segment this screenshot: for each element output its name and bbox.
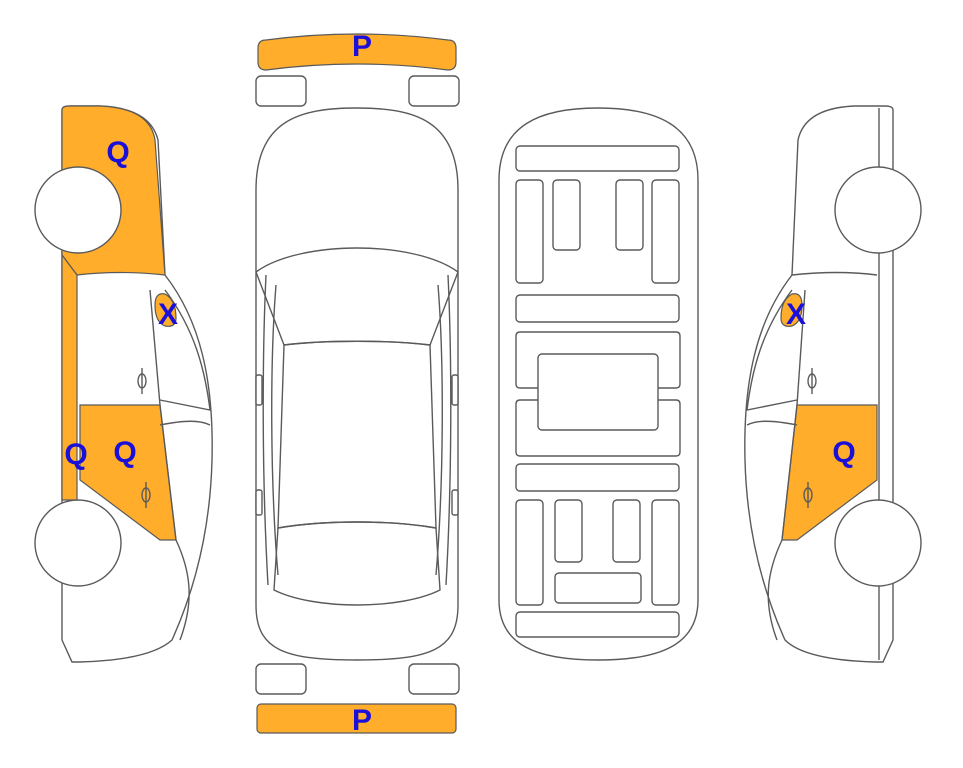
frame-13 — [651, 499, 680, 606]
left-window — [159, 289, 211, 411]
damage-codes: P P Q X Q Q X Q — [64, 30, 855, 737]
left-window-2 — [159, 420, 211, 426]
frame-11 — [554, 499, 583, 563]
code-left-mirror: X — [158, 298, 178, 331]
frame-6 — [515, 294, 680, 323]
front-left-light — [255, 75, 307, 107]
right-rear-line — [767, 539, 783, 641]
right-front-wheel — [834, 166, 922, 254]
frame-14 — [554, 572, 642, 604]
right-window-2 — [746, 420, 798, 426]
rear-window — [273, 521, 441, 606]
left-handle-front — [137, 368, 147, 394]
side-line-left — [262, 274, 269, 586]
frame-5 — [651, 179, 680, 284]
left-rear-door-panel[interactable] — [79, 404, 177, 541]
right-window — [746, 289, 798, 411]
right-side-view — [744, 105, 922, 663]
rear-bumper-panel[interactable] — [256, 703, 457, 734]
code-right-mirror: X — [786, 298, 806, 331]
code-right-rear-door: Q — [832, 436, 855, 469]
frame-2 — [515, 179, 544, 284]
frame-center — [537, 353, 659, 431]
handle-top-right — [451, 489, 459, 516]
front-right-light — [408, 75, 460, 107]
rear-right-light — [408, 663, 460, 695]
front-bumper-panel[interactable] — [257, 33, 457, 71]
handle-top-left — [255, 489, 263, 516]
frame-12 — [612, 499, 641, 563]
code-left-front-fender: Q — [106, 136, 129, 169]
frame-15 — [515, 611, 680, 638]
left-side-view — [34, 105, 213, 663]
code-rear-bumper: P — [352, 704, 372, 737]
left-door-line — [149, 289, 177, 541]
code-left-rear-door: Q — [113, 436, 136, 469]
frame-10 — [515, 499, 544, 606]
frame-9 — [515, 463, 680, 492]
mirror-top-right — [451, 374, 459, 406]
side-line-left-2 — [271, 284, 279, 576]
top-body — [255, 107, 459, 661]
mirror-top-left — [255, 374, 263, 406]
code-left-rocker: Q — [64, 438, 87, 471]
left-mirror-panel[interactable] — [154, 293, 177, 327]
right-mirror-panel[interactable] — [780, 293, 803, 327]
rear-left-light — [255, 663, 307, 695]
side-line-right — [445, 274, 452, 586]
right-roof-line — [791, 271, 878, 276]
code-front-bumper: P — [352, 30, 372, 63]
left-rear-line — [175, 539, 190, 641]
top-view — [255, 33, 460, 734]
right-handle-rear — [803, 482, 813, 508]
frame-1 — [515, 145, 680, 172]
side-line-right-2 — [435, 284, 443, 576]
left-front-wheel — [34, 166, 122, 254]
right-door-line — [781, 289, 806, 541]
right-rear-wheel — [834, 499, 922, 587]
right-handle-front — [807, 368, 817, 394]
frame-3 — [552, 179, 581, 251]
underside-view — [498, 107, 699, 661]
frame-4 — [615, 179, 644, 251]
left-rear-wheel — [34, 499, 122, 587]
left-handle-rear — [141, 482, 151, 508]
